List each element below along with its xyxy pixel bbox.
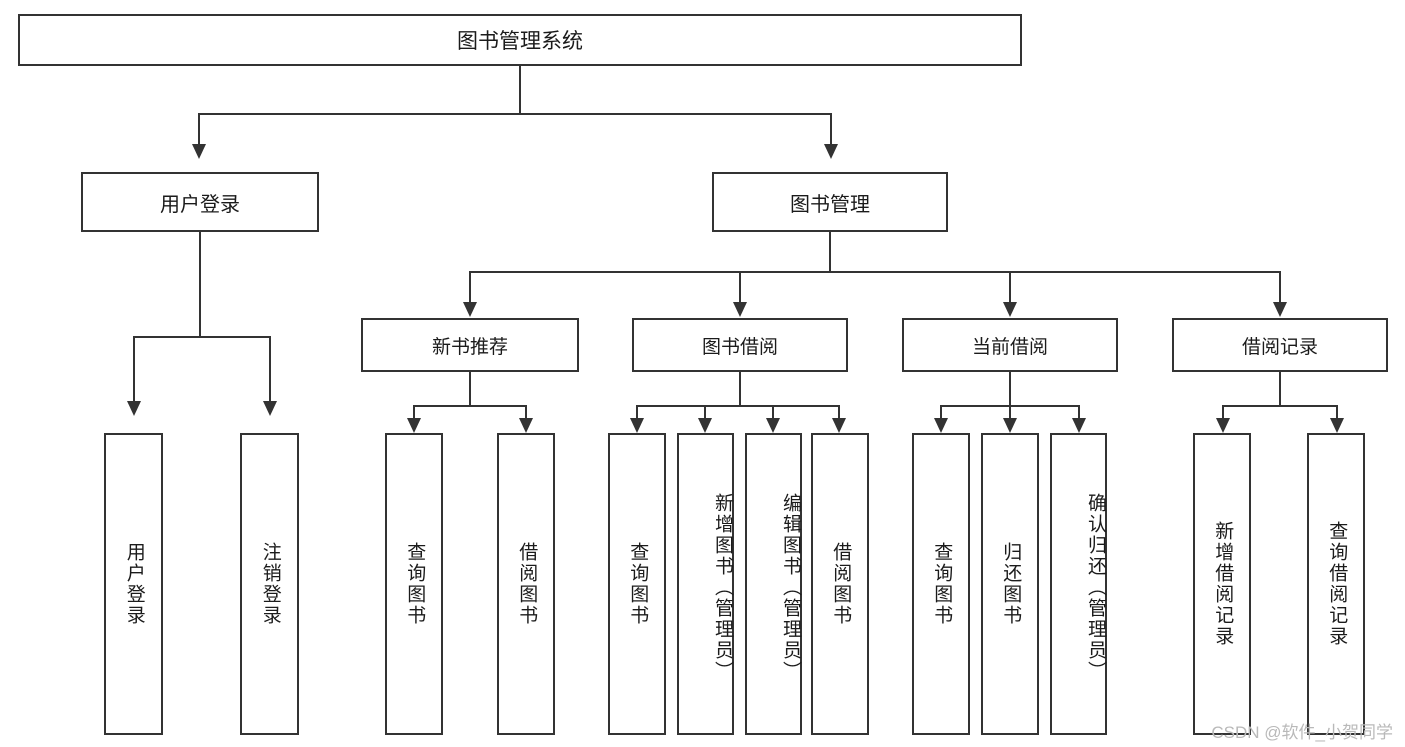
leaf-user-logout-label: 注销登录 [259, 542, 281, 626]
connector-user-login-bus [133, 336, 270, 338]
node-book-borrow-label: 图书借阅 [701, 336, 778, 358]
connector-current-borrow-drop-2 [1009, 405, 1011, 419]
leaf-user-login[interactable]: 用户登录 [104, 433, 163, 735]
connector-book-manage-drop-3 [1009, 271, 1011, 303]
connector-user-login-drop-2 [269, 336, 271, 402]
arrow-borrow-record-leaf-1 [1216, 418, 1230, 433]
leaf-current-return-book-label: 归还图书 [1000, 542, 1022, 626]
leaf-recommend-query-book-label: 查询图书 [404, 542, 426, 626]
connector-book-borrow-drop-4 [838, 405, 840, 419]
arrow-current-borrow-leaf-1 [934, 418, 948, 433]
leaf-current-return-book[interactable]: 归还图书 [981, 433, 1039, 735]
node-book-manage-label: 图书管理 [790, 193, 870, 216]
arrow-book-borrow-leaf-4 [832, 418, 846, 433]
connector-current-borrow-drop-1 [940, 405, 942, 419]
node-current-borrow[interactable]: 当前借阅 [902, 318, 1118, 372]
connector-book-borrow-drop-3 [772, 405, 774, 419]
leaf-recommend-borrow-book-label: 借阅图书 [516, 542, 538, 626]
connector-book-borrow-drop-1 [636, 405, 638, 419]
node-current-borrow-label: 当前借阅 [971, 336, 1048, 358]
node-borrow-record[interactable]: 借阅记录 [1172, 318, 1388, 372]
leaf-borrow-query-book[interactable]: 查询图书 [608, 433, 666, 735]
leaf-user-logout[interactable]: 注销登录 [240, 433, 299, 735]
connector-root-to-book-manage [830, 113, 832, 145]
arrow-root-to-book-manage [824, 144, 838, 159]
connector-borrow-record-drop-2 [1336, 405, 1338, 419]
leaf-recommend-query-book[interactable]: 查询图书 [385, 433, 443, 735]
connector-root-bus [198, 113, 832, 115]
connector-book-borrow-bus [636, 405, 840, 407]
connector-root-to-user-login [198, 113, 200, 145]
node-user-login[interactable]: 用户登录 [81, 172, 319, 232]
arrow-user-login-leaf-2 [263, 401, 277, 416]
arrow-book-manage-child-1 [463, 302, 477, 317]
leaf-current-confirm-return[interactable]: 确认归还（管理员） [1050, 433, 1107, 735]
connector-borrow-record-bus [1222, 405, 1338, 407]
connector-user-login-stem [199, 232, 201, 337]
node-new-book-recommend[interactable]: 新书推荐 [361, 318, 579, 372]
connector-book-borrow-stem [739, 372, 741, 406]
arrow-book-manage-child-2 [733, 302, 747, 317]
arrow-book-borrow-leaf-1 [630, 418, 644, 433]
leaf-record-query-record[interactable]: 查询借阅记录 [1307, 433, 1365, 735]
arrow-borrow-record-leaf-2 [1330, 418, 1344, 433]
arrow-book-borrow-leaf-2 [698, 418, 712, 433]
leaf-record-query-record-label: 查询借阅记录 [1326, 521, 1348, 647]
leaf-record-add-record[interactable]: 新增借阅记录 [1193, 433, 1251, 735]
arrow-new-book-leaf-2 [519, 418, 533, 433]
node-new-book-recommend-label: 新书推荐 [431, 336, 508, 358]
connector-new-book-bus [413, 405, 527, 407]
connector-book-manage-bus [469, 271, 1281, 273]
connector-user-login-drop-1 [133, 336, 135, 402]
connector-borrow-record-stem [1279, 372, 1281, 406]
leaf-borrow-borrow-book[interactable]: 借阅图书 [811, 433, 869, 735]
connector-book-borrow-drop-2 [704, 405, 706, 419]
node-borrow-record-label: 借阅记录 [1241, 336, 1318, 358]
leaf-current-confirm-return-label: 确认归还（管理员） [1085, 492, 1106, 682]
leaf-current-query-book[interactable]: 查询图书 [912, 433, 970, 735]
connector-new-book-drop-1 [413, 405, 415, 419]
leaf-borrow-query-book-label: 查询图书 [627, 542, 649, 626]
connector-new-book-drop-2 [525, 405, 527, 419]
leaf-borrow-edit-book[interactable]: 编辑图书（管理员） [745, 433, 802, 735]
leaf-record-add-record-label: 新增借阅记录 [1212, 521, 1234, 647]
connector-borrow-record-drop-1 [1222, 405, 1224, 419]
leaf-borrow-edit-book-label: 编辑图书（管理员） [780, 492, 801, 682]
arrow-book-manage-child-4 [1273, 302, 1287, 317]
leaf-borrow-add-book[interactable]: 新增图书（管理员） [677, 433, 734, 735]
connector-current-borrow-drop-3 [1078, 405, 1080, 419]
arrow-new-book-leaf-1 [407, 418, 421, 433]
leaf-borrow-borrow-book-label: 借阅图书 [830, 542, 852, 626]
arrow-book-borrow-leaf-3 [766, 418, 780, 433]
node-book-manage[interactable]: 图书管理 [712, 172, 948, 232]
connector-new-book-stem [469, 372, 471, 406]
node-book-borrow[interactable]: 图书借阅 [632, 318, 848, 372]
arrow-user-login-leaf-1 [127, 401, 141, 416]
leaf-recommend-borrow-book[interactable]: 借阅图书 [497, 433, 555, 735]
connector-book-manage-stem [829, 232, 831, 272]
node-root-system[interactable]: 图书管理系统 [18, 14, 1022, 66]
connector-current-borrow-stem [1009, 372, 1011, 406]
arrow-current-borrow-leaf-2 [1003, 418, 1017, 433]
connector-book-manage-drop-4 [1279, 271, 1281, 303]
leaf-user-login-label: 用户登录 [123, 542, 145, 626]
leaf-current-query-book-label: 查询图书 [931, 542, 953, 626]
connector-root-stem [519, 66, 521, 114]
arrow-root-to-user-login [192, 144, 206, 159]
connector-book-manage-drop-2 [739, 271, 741, 303]
node-user-login-label: 用户登录 [160, 193, 240, 216]
node-root-label: 图书管理系统 [457, 30, 583, 53]
arrow-current-borrow-leaf-3 [1072, 418, 1086, 433]
arrow-book-manage-child-3 [1003, 302, 1017, 317]
connector-book-manage-drop-1 [469, 271, 471, 303]
leaf-borrow-add-book-label: 新增图书（管理员） [712, 492, 733, 682]
